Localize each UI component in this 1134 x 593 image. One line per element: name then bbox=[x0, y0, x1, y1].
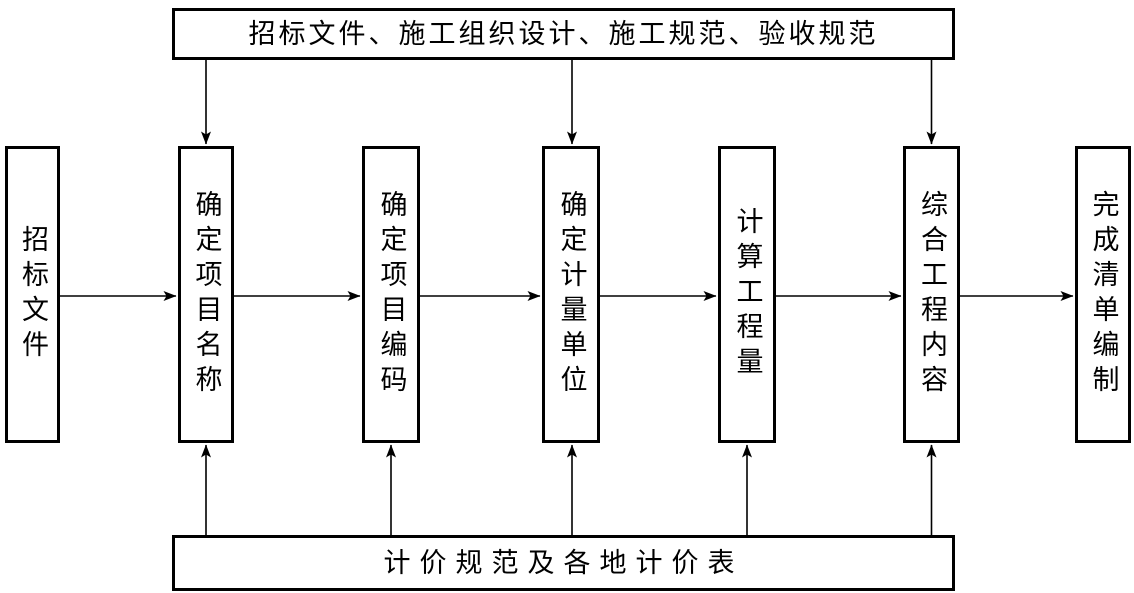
node-complete-bill-compilation-label: 完成清单编制 bbox=[1087, 189, 1119, 400]
node-bidding-documents: 招标文件 bbox=[5, 146, 60, 443]
bottom-reference-box: 计价规范及各地计价表 bbox=[172, 535, 955, 591]
node-bidding-documents-label: 招标文件 bbox=[17, 224, 48, 365]
node-determine-project-name-label: 确定项目名称 bbox=[190, 189, 222, 400]
bottom-reference-label: 计价规范及各地计价表 bbox=[383, 547, 744, 579]
node-determine-project-code-label: 确定项目编码 bbox=[375, 189, 407, 400]
node-calculate-work-quantity-label: 计算工程量 bbox=[731, 207, 763, 382]
top-reference-label: 招标文件、施工组织设计、施工规范、验收规范 bbox=[248, 18, 879, 50]
node-determine-measurement-unit: 确定计量单位 bbox=[542, 146, 600, 443]
node-comprehensive-work-content: 综合工程内容 bbox=[903, 146, 960, 443]
top-reference-box: 招标文件、施工组织设计、施工规范、验收规范 bbox=[172, 8, 955, 60]
node-determine-project-name: 确定项目名称 bbox=[178, 146, 234, 443]
node-complete-bill-compilation: 完成清单编制 bbox=[1075, 146, 1131, 443]
node-determine-project-code: 确定项目编码 bbox=[362, 146, 420, 443]
node-determine-measurement-unit-label: 确定计量单位 bbox=[555, 189, 587, 400]
node-comprehensive-work-content-label: 综合工程内容 bbox=[916, 189, 947, 400]
node-calculate-work-quantity: 计算工程量 bbox=[718, 146, 776, 443]
